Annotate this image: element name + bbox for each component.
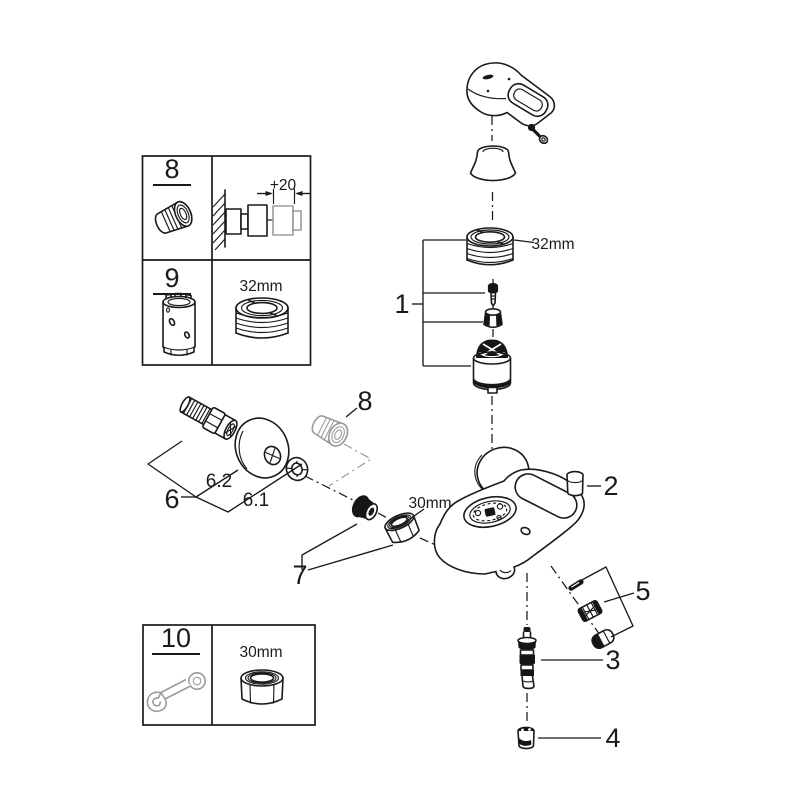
cartridge-screw-drawing — [487, 283, 499, 307]
wall-mount-extension-detail: +20 — [212, 177, 311, 251]
open-end-wrench-icon — [146, 671, 207, 713]
dimension-arrows — [257, 189, 311, 204]
callout-3: 3 — [605, 645, 620, 675]
inset-ring-dimension: 32mm — [239, 278, 282, 295]
leader-30mm — [409, 508, 425, 520]
callout-7: 7 — [292, 560, 307, 590]
body-silhouette — [433, 468, 585, 580]
washer-drawing — [285, 456, 309, 482]
callout-2: 2 — [603, 471, 618, 501]
cartridge-seat — [463, 495, 517, 529]
dimension-30mm-main: 30mm — [408, 495, 451, 512]
wall-offset-dimension: +20 — [270, 177, 297, 194]
mixing-cartridge-drawing — [472, 339, 512, 394]
inset-box-top: 8 — [141, 154, 312, 366]
callout-6-2: 6.2 — [206, 471, 232, 492]
callout-4: 4 — [605, 723, 620, 753]
faucet-body-drawing — [433, 446, 585, 580]
escutcheon-drawing — [234, 417, 290, 479]
threaded-ring-icon — [235, 297, 289, 339]
callout-bracket-7 — [301, 523, 394, 571]
s-union-drawing — [179, 396, 238, 440]
callout-bracket-5 — [579, 566, 635, 638]
callout-bracket-6 — [147, 440, 303, 513]
leader-32mm — [513, 239, 535, 244]
lever-handle-drawing — [466, 62, 556, 127]
diverter-pin-drawing — [568, 579, 584, 591]
callout-8: 8 — [357, 386, 372, 416]
part8-alignment-axis — [328, 443, 373, 487]
diverter-knob-drawing — [577, 599, 603, 623]
gray-adapter-8-drawing — [311, 415, 349, 447]
extension-sleeve-icon — [162, 292, 196, 357]
threaded-adapter-icon — [154, 200, 193, 234]
callout-5: 5 — [635, 576, 650, 606]
hex-nut-icon — [240, 669, 284, 705]
cartridge-nut-drawing — [483, 307, 503, 329]
plug-part4-drawing — [517, 726, 535, 750]
inset-box-bottom: 10 30mm — [142, 623, 316, 726]
center-axes — [304, 116, 601, 725]
union-nut-30mm-drawing — [384, 512, 420, 544]
callout-bracket-1 — [412, 239, 485, 367]
spout-top-face — [514, 473, 578, 519]
inset-ref-9: 9 — [164, 263, 179, 293]
leader-8 — [345, 407, 358, 418]
inset-nut-dimension: 30mm — [239, 644, 282, 661]
diverter-cartridge-drawing — [517, 627, 537, 690]
callout-6-1: 6.1 — [243, 490, 269, 511]
inset-ref-10: 10 — [161, 623, 191, 653]
callout-6: 6 — [164, 484, 179, 514]
cap-part2-drawing — [566, 470, 584, 497]
dome-cap-drawing — [469, 145, 517, 182]
diverter-cap-drawing — [591, 628, 615, 650]
inlet-seal-drawing — [351, 495, 379, 521]
dimension-32mm-main: 32mm — [531, 236, 574, 253]
threaded-ring-32mm-drawing — [466, 227, 514, 266]
handle-screw-drawing — [527, 123, 549, 145]
body-screw-hole — [520, 526, 531, 536]
callout-1: 1 — [394, 289, 409, 319]
wall-hatching — [212, 193, 226, 251]
inset-ref-8: 8 — [164, 154, 179, 184]
